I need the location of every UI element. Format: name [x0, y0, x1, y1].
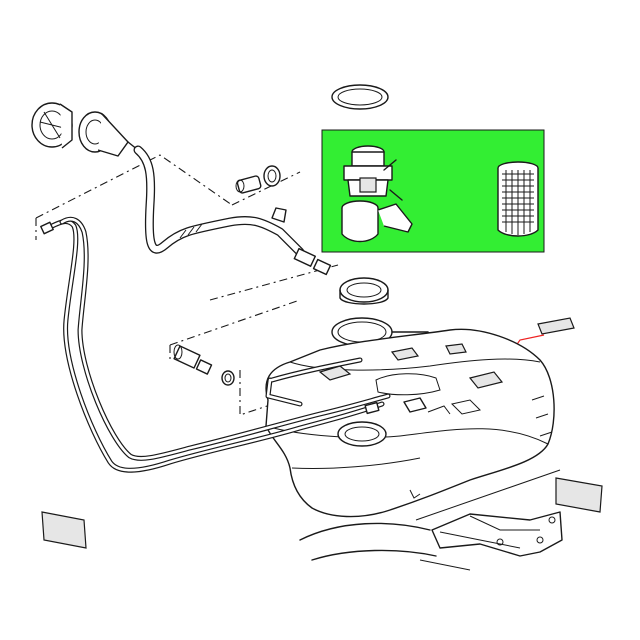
filler-neck — [78, 111, 139, 157]
gasket-pad — [537, 317, 575, 335]
quick-connector — [173, 344, 235, 386]
locking-ring — [339, 277, 389, 305]
heat-shield — [299, 469, 563, 571]
fuel-pump-assembly — [341, 145, 413, 243]
pump-seal-ring-top — [331, 84, 389, 110]
highlight-panel — [321, 129, 545, 253]
fuel-filler-cap — [31, 102, 73, 149]
fuel-lines — [40, 216, 391, 473]
label-plate-left — [41, 511, 87, 549]
fuel-tank — [265, 328, 555, 518]
hose-clamp — [235, 165, 281, 194]
hose-connector — [293, 247, 332, 276]
fuel-filter-cartridge — [497, 161, 539, 237]
filler-hose — [133, 145, 305, 257]
label-plate-right — [555, 477, 603, 513]
